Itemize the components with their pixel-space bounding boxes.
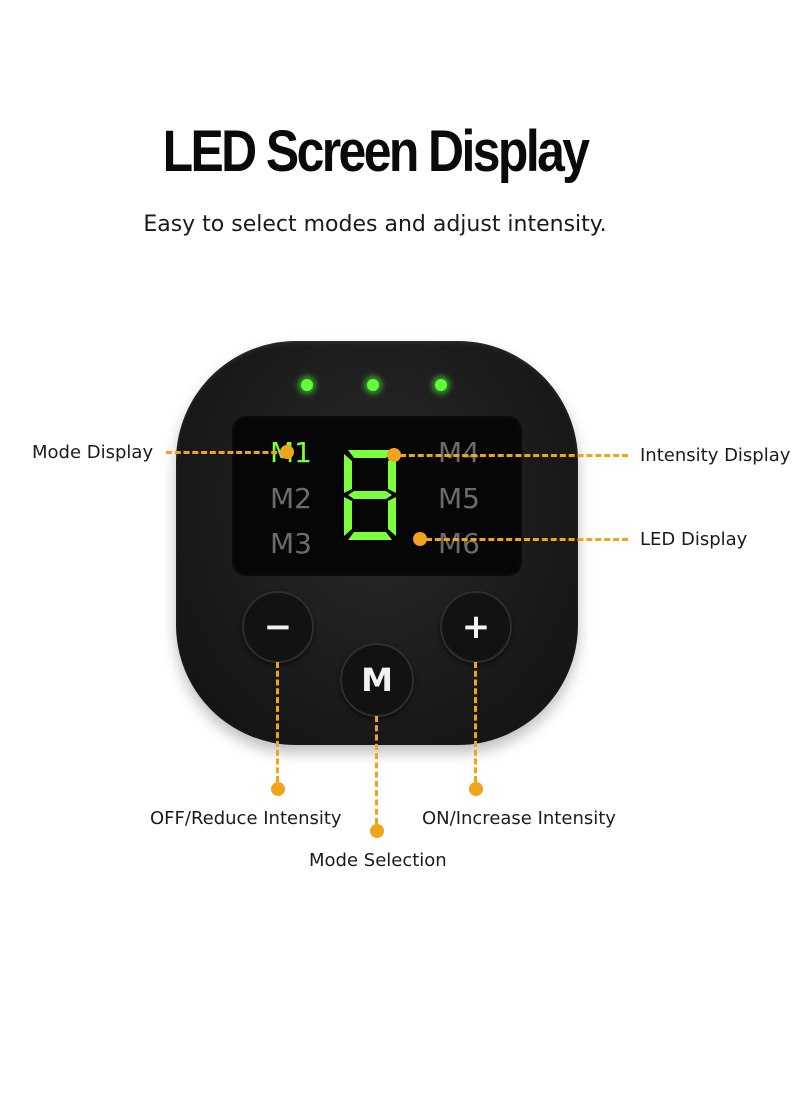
plus-button[interactable]: + [440,591,512,663]
callout-intensity-display-line [400,454,628,457]
callout-mode-display-line [166,451,286,454]
callout-mode-display-label: Mode Display [32,442,154,463]
mode-label-m2: M2 [270,482,312,515]
indicator-led-3 [435,379,447,391]
mode-label-m5: M5 [438,482,480,515]
indicator-led-2 [367,379,379,391]
callout-on-increase-line [474,662,477,782]
callout-mode-selection-line [375,716,378,824]
callout-mode-selection-label: Mode Selection [309,850,447,871]
callout-off-reduce-dot [271,782,285,796]
callout-intensity-display-dot [387,448,401,462]
mode-label-m4: M4 [438,436,480,469]
callout-on-increase-label: ON/Increase Intensity [422,808,616,829]
callout-mode-display-dot [280,445,294,459]
callout-led-display-label: LED Display [640,529,748,550]
minus-button[interactable]: − [242,591,314,663]
callout-intensity-display-label: Intensity Display [640,445,791,466]
callout-led-display-line [426,538,628,541]
callout-off-reduce-label: OFF/Reduce Intensity [150,808,342,829]
callout-on-increase-dot [469,782,483,796]
page-title: LED Screen Display [162,119,590,184]
callout-off-reduce-line [276,662,279,782]
mode-label-m6: M6 [438,527,480,560]
intensity-digit [344,450,396,540]
page-subtitle: Easy to select modes and adjust intensit… [143,212,607,237]
mode-label-m3: M3 [270,527,312,560]
indicator-led-1 [301,379,313,391]
callout-led-display-dot [413,532,427,546]
mode-button[interactable]: M [340,643,414,717]
callout-mode-selection-dot [370,824,384,838]
